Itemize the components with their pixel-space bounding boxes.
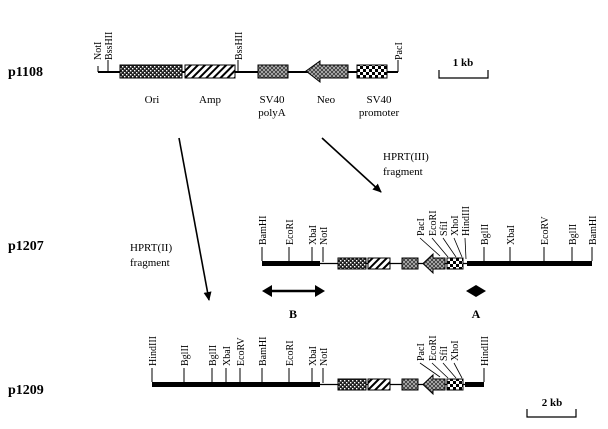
p1207-genomic-right bbox=[467, 261, 592, 266]
site-label-bamhi: BamHI bbox=[588, 216, 599, 245]
site-label-ecori: EcoRI bbox=[285, 219, 296, 245]
site-leader bbox=[431, 237, 449, 258]
site-label-sfii: SfiI bbox=[439, 221, 450, 236]
site-leader bbox=[442, 237, 457, 258]
neo-label: Neo bbox=[317, 94, 336, 106]
amp-element bbox=[367, 257, 391, 270]
site-label-ecori: EcoRI bbox=[285, 340, 296, 366]
hprt3-fragment-label: fragment bbox=[383, 166, 423, 178]
site-label-noti: NotI bbox=[319, 348, 330, 366]
site-label-hindiii: HindIII bbox=[148, 336, 159, 366]
site-leader bbox=[453, 362, 463, 379]
site-label-ecorv: EcoRV bbox=[236, 337, 247, 366]
polya-label: polyA bbox=[258, 107, 286, 119]
p1207-genomic-left bbox=[262, 261, 320, 266]
site-label-bglii: BglII bbox=[568, 224, 579, 245]
neo-arrow-element bbox=[305, 60, 349, 84]
ori-element bbox=[337, 257, 367, 270]
region-b-arrowhead-left bbox=[262, 285, 272, 297]
site-label-bsshii: BssHII bbox=[104, 32, 115, 60]
site-label-xbai: XbaI bbox=[308, 225, 319, 245]
scale-bar-2kb: 2 kb bbox=[526, 397, 577, 418]
region-a-arrowhead-right bbox=[476, 285, 486, 297]
site-label-hindiii: HindIII bbox=[480, 336, 491, 366]
region-b: B bbox=[262, 285, 325, 321]
construct-p1207: p1207 BamHI EcoRI XbaI NotI PacI EcoRI bbox=[8, 206, 599, 321]
ori-element bbox=[119, 64, 183, 79]
site-leader bbox=[431, 362, 449, 379]
site-label-bsshii: BssHII bbox=[234, 32, 245, 60]
site-label-xbai: XbaI bbox=[506, 225, 517, 245]
scale-bar-1kb: 1 kb bbox=[438, 57, 489, 79]
site-leader bbox=[419, 362, 441, 378]
site-label-paci: PacI bbox=[394, 42, 405, 60]
site-label-bglii: BglII bbox=[208, 345, 219, 366]
site-label-bglii: BglII bbox=[480, 224, 491, 245]
hprt2-fragment-label: fragment bbox=[130, 257, 170, 269]
site-leader bbox=[464, 237, 467, 260]
sv40-promoter-element bbox=[446, 257, 464, 270]
construct-p1108: p1108 NotI BssHII BssHII PacI Ori Amp SV… bbox=[8, 32, 405, 119]
region-a-arrowhead-left bbox=[466, 285, 476, 297]
region-a: A bbox=[466, 285, 486, 321]
site-label-paci: PacI bbox=[416, 218, 427, 236]
sv40-polya-element bbox=[401, 257, 419, 270]
hprt2-label: HPRT(II) bbox=[130, 242, 172, 254]
site-leader bbox=[442, 362, 457, 379]
hprt3-arrow-group: HPRT(III) fragment bbox=[321, 137, 429, 193]
site-label-xbai: XbaI bbox=[308, 346, 319, 366]
site-label-ecori: EcoRI bbox=[428, 335, 439, 361]
site-label-xhoi: XhoI bbox=[450, 215, 461, 236]
amp-element bbox=[367, 378, 391, 391]
site-leader bbox=[419, 237, 441, 257]
site-label-bglii: BglII bbox=[180, 345, 191, 366]
p1209-genomic-left bbox=[152, 382, 320, 387]
region-a-label: A bbox=[472, 307, 481, 321]
sv40-promoter-element bbox=[356, 64, 388, 79]
site-label-noti: NotI bbox=[319, 227, 330, 245]
neo-arrow-element bbox=[422, 373, 446, 396]
site-leader bbox=[453, 237, 463, 258]
neo-arrow-element bbox=[422, 252, 446, 275]
construct-p1209: p1209 HindIII BglII BglII XbaI EcoRV Bam… bbox=[8, 335, 491, 398]
scale-label-2kb: 2 kb bbox=[542, 397, 563, 409]
sv40-polya-element bbox=[401, 378, 419, 391]
scale-bar-line bbox=[526, 409, 577, 418]
site-label-xhoi: XhoI bbox=[450, 340, 461, 361]
construct-name-p1108: p1108 bbox=[8, 65, 43, 80]
sv40-promoter-element bbox=[446, 378, 464, 391]
sv40-polya-element bbox=[257, 64, 289, 79]
hprt3-label: HPRT(III) bbox=[383, 151, 429, 163]
amp-element bbox=[184, 64, 236, 79]
hprt3-arrow bbox=[321, 137, 382, 193]
site-label-paci: PacI bbox=[416, 343, 427, 361]
region-b-arrowhead-right bbox=[315, 285, 325, 297]
site-label-xbai: XbaI bbox=[222, 346, 233, 366]
amp-label: Amp bbox=[199, 94, 222, 106]
ori-label: Ori bbox=[145, 94, 160, 106]
promoter-label: promoter bbox=[359, 107, 400, 119]
hprt2-arrow bbox=[178, 137, 212, 301]
site-label-sfii: SfiI bbox=[439, 346, 450, 361]
region-b-label: B bbox=[289, 307, 297, 321]
construct-name-p1209: p1209 bbox=[8, 383, 44, 398]
sv40-label: SV40 bbox=[366, 94, 392, 106]
ori-element bbox=[337, 378, 367, 391]
scale-bar-line bbox=[438, 70, 489, 79]
scale-label-1kb: 1 kb bbox=[453, 57, 474, 69]
hprt2-arrow-group: HPRT(II) fragment bbox=[130, 137, 212, 301]
site-label-bamhi: BamHI bbox=[258, 337, 269, 366]
site-label-noti: NotI bbox=[93, 42, 104, 60]
p1209-genomic-right bbox=[465, 382, 484, 387]
sv40-label: SV40 bbox=[259, 94, 285, 106]
construct-name-p1207: p1207 bbox=[8, 239, 44, 254]
site-label-ecori: EcoRI bbox=[428, 210, 439, 236]
site-label-hindiii: HindIII bbox=[461, 206, 472, 236]
site-label-ecorv: EcoRV bbox=[540, 216, 551, 245]
site-label-bamhi: BamHI bbox=[258, 216, 269, 245]
